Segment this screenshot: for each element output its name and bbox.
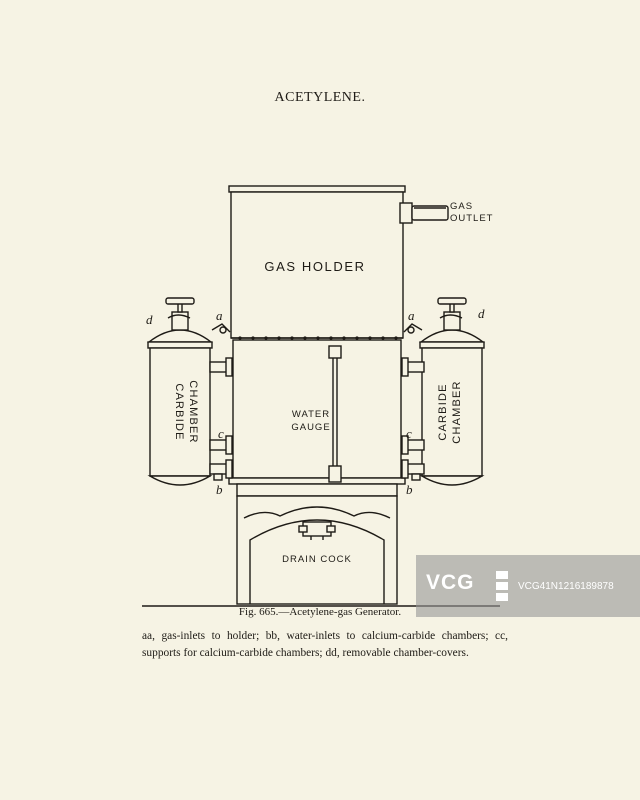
watermark-mark-icon [496,571,508,601]
letter-c-left: c [218,426,224,441]
valve-b-left [209,459,233,481]
valve-a-right [403,323,423,334]
letter-c-right: c [406,426,412,441]
rivet [329,336,333,340]
valve-connector-right-top [401,357,425,377]
rivet [303,336,307,340]
valve-b-right [401,459,425,481]
watermark-id: VCG41N1216189878 [518,581,614,592]
letter-b-left: b [216,482,223,497]
carbide-chamber-left-label-line2: CHAMBER [187,380,199,443]
gas-outlet-label-line1: GAS [450,201,473,212]
water-gauge-label-line1: WATER [292,409,330,420]
rivet [355,336,359,340]
gas-holder-label: GAS HOLDER [264,259,365,274]
carbide-chamber-left-label-line1: CARBIDE [173,383,185,440]
rivet [264,336,268,340]
rivet-row [238,336,398,340]
rivet [394,336,398,340]
figure-caption: Fig. 665.—Acetylene-gas Generator. [238,606,402,618]
gas-holder [228,185,406,339]
rivet [368,336,372,340]
valve-c-left [209,435,233,455]
rivet [277,336,281,340]
watermark-logo: VCG [426,571,475,594]
page-title: ACETYLENE. [274,90,366,105]
letter-a-right: a [408,308,415,323]
rivet [342,336,346,340]
carbide-chamber-left [146,297,214,486]
letter-d-left: d [146,312,153,327]
rivet [290,336,294,340]
carbide-chamber-right [418,297,486,486]
valve-c-right [401,435,425,455]
rivet [316,336,320,340]
valve-a-left [211,323,231,334]
watermark: VCG VCG41N1216189878 [416,555,640,617]
gas-outlet-label-line2: OUTLET [450,213,493,224]
rivet [381,336,385,340]
water-tank [228,339,406,485]
drain-cock [298,521,336,540]
figure-legend: aa, gas-inlets to holder; bb, water-inle… [142,630,508,659]
rivet [251,336,255,340]
carbide-chamber-right-label-line1: CARBIDE [437,383,449,440]
gas-outlet-pipe [399,202,449,224]
valve-connector-left-top [209,357,233,377]
letter-b-right: b [406,482,413,497]
rivet [238,336,242,340]
carbide-chamber-right-label-line2: CHAMBER [451,380,463,443]
letter-d-right: d [478,306,485,321]
letter-a-left: a [216,308,223,323]
base-stand [236,483,398,605]
drain-cock-label: DRAIN COCK [282,554,352,565]
water-gauge [328,345,342,483]
water-gauge-label-line2: GAUGE [291,422,330,433]
